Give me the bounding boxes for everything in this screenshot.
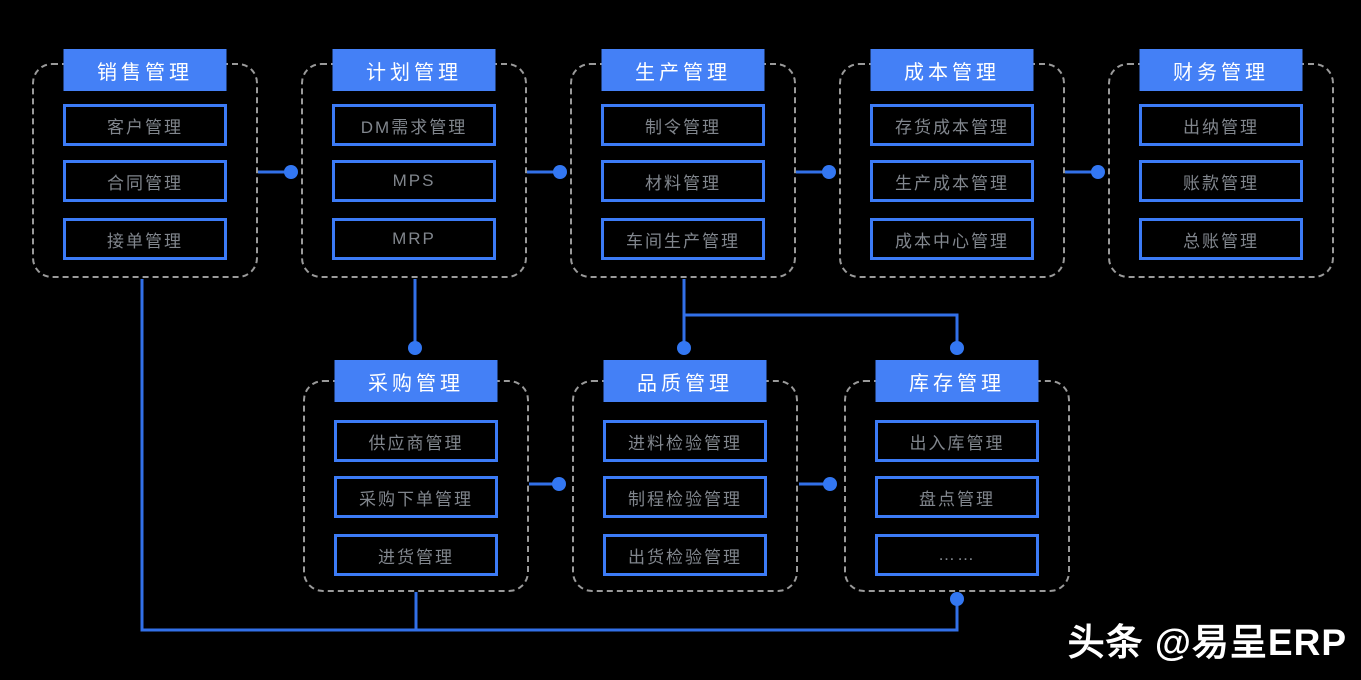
connector-dot xyxy=(284,165,298,179)
group-production: 生产管理 制令管理 材料管理 车间生产管理 xyxy=(570,49,796,278)
connector-dot xyxy=(822,165,836,179)
module-item: 采购下单管理 xyxy=(334,476,498,518)
group-purchase-header: 采购管理 xyxy=(334,360,498,402)
connector-dot xyxy=(823,477,837,491)
group-quality-header: 品质管理 xyxy=(603,360,767,402)
module-item: 材料管理 xyxy=(601,160,765,202)
module-item: 制程检验管理 xyxy=(603,476,767,518)
connector-dot xyxy=(552,477,566,491)
group-inventory: 库存管理 出入库管理 盘点管理 …… xyxy=(844,360,1070,592)
module-item: 存货成本管理 xyxy=(870,104,1034,146)
group-inventory-header: 库存管理 xyxy=(875,360,1039,402)
module-item: 接单管理 xyxy=(63,218,227,260)
module-item: 出入库管理 xyxy=(875,420,1039,462)
connector-dot xyxy=(950,592,964,606)
group-sales-header: 销售管理 xyxy=(63,49,227,91)
module-item: 进货管理 xyxy=(334,534,498,576)
group-cost-header: 成本管理 xyxy=(870,49,1034,91)
connector-dot xyxy=(408,341,422,355)
module-item: MRP xyxy=(332,218,496,260)
module-item: 生产成本管理 xyxy=(870,160,1034,202)
group-planning-header: 计划管理 xyxy=(332,49,496,91)
module-item: 车间生产管理 xyxy=(601,218,765,260)
group-planning: 计划管理 DM需求管理 MPS MRP xyxy=(301,49,527,278)
group-purchase: 采购管理 供应商管理 采购下单管理 进货管理 xyxy=(303,360,529,592)
module-item: 合同管理 xyxy=(63,160,227,202)
module-item: 成本中心管理 xyxy=(870,218,1034,260)
group-finance-header: 财务管理 xyxy=(1139,49,1303,91)
module-item: 制令管理 xyxy=(601,104,765,146)
module-item: 进料检验管理 xyxy=(603,420,767,462)
group-cost: 成本管理 存货成本管理 生产成本管理 成本中心管理 xyxy=(839,49,1065,278)
group-production-header: 生产管理 xyxy=(601,49,765,91)
connector-dot xyxy=(950,341,964,355)
module-item: …… xyxy=(875,534,1039,576)
watermark-toutiao: 头条 @易呈ERP xyxy=(1067,622,1347,663)
connector-dot xyxy=(553,165,567,179)
connector-sales-inventory-loop xyxy=(140,279,959,632)
group-sales: 销售管理 客户管理 合同管理 接单管理 xyxy=(32,49,258,278)
module-item: 总账管理 xyxy=(1139,218,1303,260)
connector-dot xyxy=(677,341,691,355)
module-item: 客户管理 xyxy=(63,104,227,146)
module-item: DM需求管理 xyxy=(332,104,496,146)
connector-dot xyxy=(1091,165,1105,179)
module-item: 盘点管理 xyxy=(875,476,1039,518)
group-finance: 财务管理 出纳管理 账款管理 总账管理 xyxy=(1108,49,1334,278)
module-item: 出纳管理 xyxy=(1139,104,1303,146)
group-quality: 品质管理 进料检验管理 制程检验管理 出货检验管理 xyxy=(572,360,798,592)
module-item: MPS xyxy=(332,160,496,202)
connector-production-inventory xyxy=(684,313,959,347)
module-item: 供应商管理 xyxy=(334,420,498,462)
module-item: 账款管理 xyxy=(1139,160,1303,202)
module-item: 出货检验管理 xyxy=(603,534,767,576)
